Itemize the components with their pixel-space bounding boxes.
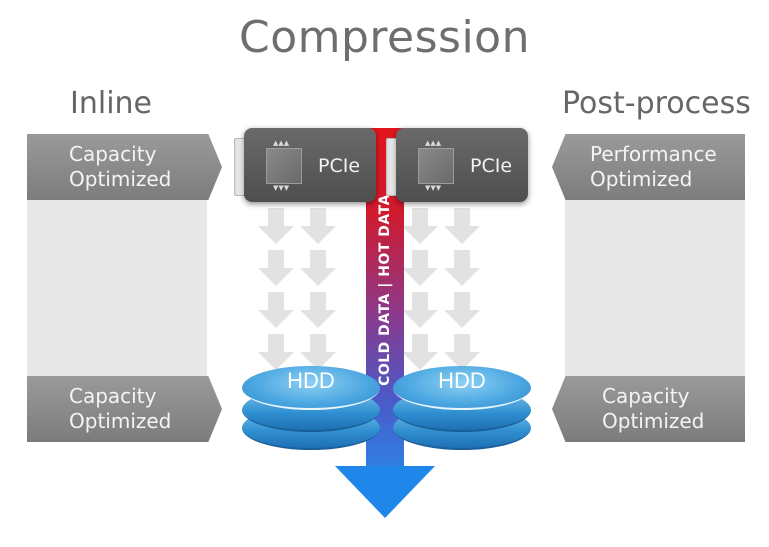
chip-pins-icon: ▼▼▼ (273, 184, 290, 192)
ghost-down-arrow-icon (300, 208, 336, 246)
ghost-down-arrow-icon (402, 334, 438, 372)
tag-line: Capacity (69, 384, 157, 408)
chip-icon (266, 148, 302, 184)
tag-line: Optimized (69, 409, 172, 433)
chip-icon (418, 148, 454, 184)
chip-pins-icon: ▼▼▼ (425, 184, 442, 192)
ghost-down-arrow-icon (300, 292, 336, 330)
post-process-top-tag: Performance Optimized (552, 134, 745, 200)
tag-line: Capacity (69, 142, 157, 166)
pcie-card-inline: ▲▲▲ ▼▼▼ PCIe (244, 128, 376, 202)
ghost-down-arrow-icon (258, 208, 294, 246)
ghost-down-arrow-icon (402, 250, 438, 288)
tag-line: Optimized (602, 409, 705, 433)
down-arrow-icon (335, 466, 435, 518)
tag-line: Performance (590, 142, 717, 166)
chip-pins-icon: ▲▲▲ (425, 139, 442, 147)
pcie-card-post-process: ▲▲▲ ▼▼▼ PCIe (396, 128, 528, 202)
hdd-label: HDD (287, 368, 335, 393)
hdd-platter (242, 366, 380, 410)
inline-top-tag: Capacity Optimized (27, 134, 222, 200)
hdd-stack-post-process: HDD (393, 362, 531, 452)
flow-label: COLD DATA | HOT DATA (377, 194, 393, 386)
pcie-label: PCIe (318, 155, 361, 177)
pcie-label: PCIe (470, 155, 513, 177)
tag-line: Capacity (602, 384, 690, 408)
ghost-down-arrow-icon (258, 250, 294, 288)
ghost-down-arrow-icon (444, 292, 480, 330)
ghost-down-arrow-icon (402, 292, 438, 330)
ghost-down-arrow-icon (300, 250, 336, 288)
inline-bottom-tag: Capacity Optimized (27, 376, 222, 442)
post-process-bottom-tag: Capacity Optimized (552, 376, 745, 442)
ghost-down-arrow-icon (258, 334, 294, 372)
post-process-heading: Post-process (562, 86, 751, 121)
inline-heading: Inline (70, 86, 153, 121)
ghost-down-arrow-icon (444, 250, 480, 288)
hdd-platter (393, 366, 531, 410)
tag-line: Optimized (69, 167, 172, 191)
hdd-label: HDD (438, 368, 486, 393)
diagram-title: Compression (238, 12, 530, 63)
chip-pins-icon: ▲▲▲ (273, 139, 290, 147)
ghost-down-arrow-icon (258, 292, 294, 330)
ghost-down-arrow-icon (444, 208, 480, 246)
ghost-down-arrow-icon (402, 208, 438, 246)
tag-line: Optimized (590, 167, 693, 191)
hdd-stack-inline: HDD (242, 362, 380, 452)
